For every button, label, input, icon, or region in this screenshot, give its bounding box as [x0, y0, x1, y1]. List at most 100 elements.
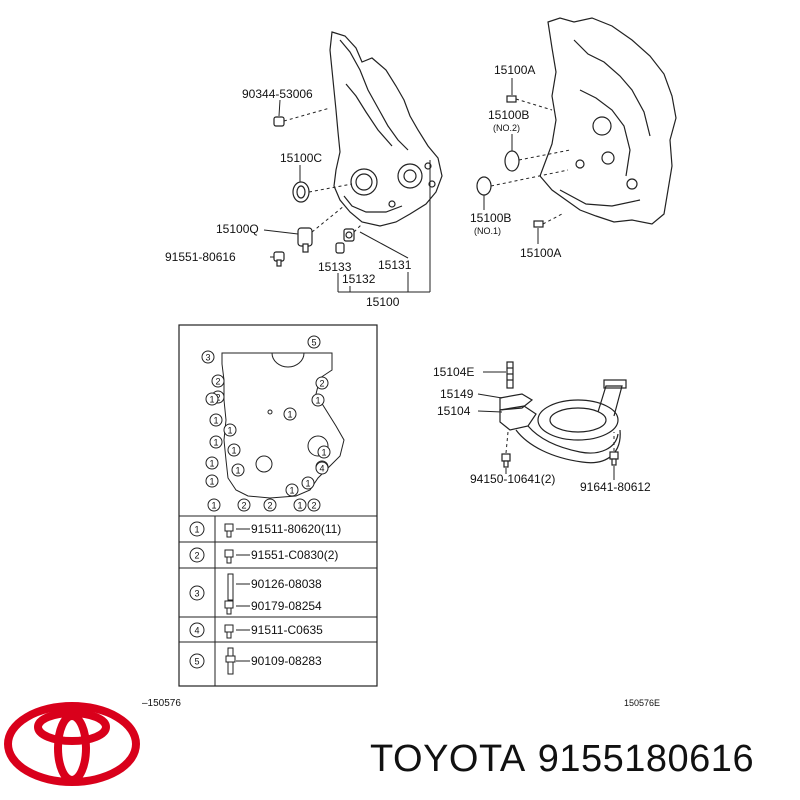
cover-marker-16: 1: [293, 498, 307, 512]
label-bolt-91551-80616: 91551-80616: [165, 250, 236, 264]
cover-marker-2: 5: [307, 335, 321, 349]
svg-text:1: 1: [315, 396, 320, 406]
svg-text:1: 1: [209, 395, 214, 405]
legend-table: [179, 515, 377, 686]
cover-marker-23: 4: [315, 461, 329, 475]
cover-marker-6: 1: [205, 392, 219, 406]
cover-marker-24: 1: [285, 483, 299, 497]
bolt-icon: [225, 647, 236, 675]
engine-block-illustration: [539, 17, 677, 225]
svg-text:1: 1: [287, 410, 292, 420]
cover-marker-14: 2: [237, 498, 251, 512]
label-15104: 15104: [437, 404, 471, 418]
label-15100b-top: 15100B: [488, 108, 529, 122]
brand-name: TOYOTA: [370, 738, 526, 780]
cover-outline: [221, 352, 345, 499]
label-15104e: 15104E: [433, 365, 474, 379]
legend-number: 2: [194, 551, 199, 561]
svg-text:2: 2: [311, 501, 316, 511]
label-bolt-90344: 90344-53006: [242, 87, 313, 101]
svg-text:1: 1: [227, 426, 232, 436]
cover-marker-12: 1: [205, 474, 219, 488]
svg-text:1: 1: [209, 459, 214, 469]
cover-marker-1: 3: [201, 350, 215, 364]
bolt-icon: [273, 116, 285, 127]
cover-marker-3: 2: [211, 374, 225, 388]
o-ring-icon: [476, 176, 492, 196]
legend-row-3: 3 90126-08038 90179-08254: [189, 573, 322, 615]
cover-marker-18: 1: [317, 445, 331, 459]
svg-text:1: 1: [209, 477, 214, 487]
label-15131: 15131: [378, 258, 412, 272]
tensioner-parts-icon: [335, 228, 355, 254]
svg-text:5: 5: [311, 338, 316, 348]
bolt-icon: [227, 573, 234, 601]
legend-part-number: 91511-C0635: [251, 623, 323, 637]
cover-marker-25: 2: [307, 498, 321, 512]
cover-marker-11: 1: [205, 456, 219, 470]
legend-number: 1: [194, 525, 199, 535]
legend-number: 4: [194, 626, 199, 636]
label-15100b-bottom: 15100B: [470, 211, 511, 225]
oil-strainer-illustration: [499, 361, 627, 464]
o-ring-icon: [504, 150, 520, 172]
label-15149: 15149: [440, 387, 474, 401]
legend-number: 3: [194, 589, 199, 599]
oil-seal-icon: [292, 181, 310, 203]
label-15132: 15132: [342, 272, 376, 286]
legend-part-number: 90179-08254: [251, 599, 322, 613]
valve-icon: [297, 227, 313, 253]
svg-text:1: 1: [297, 501, 302, 511]
svg-text:3: 3: [205, 353, 210, 363]
svg-text:1: 1: [213, 416, 218, 426]
legend-part-number: 91511-80620(11): [251, 522, 341, 536]
legend-part-number: 90126-08038: [251, 577, 322, 591]
bolt-icon: [224, 624, 234, 639]
timing-cover-illustration: [329, 31, 443, 227]
cover-marker-17: 1: [301, 476, 315, 490]
plug-icon: [533, 220, 544, 228]
bolt-icon: [273, 251, 285, 267]
svg-text:1: 1: [211, 501, 216, 511]
legend-row-4: 4 91511-C0635: [189, 622, 323, 639]
bolt-icon: [224, 600, 234, 615]
bolt-icon: [501, 451, 619, 468]
svg-text:1: 1: [231, 446, 236, 456]
cover-marker-15: 2: [263, 498, 277, 512]
svg-text:1: 1: [235, 466, 240, 476]
label-15133: 15133: [318, 260, 352, 274]
label-15100a-bottom: 15100A: [520, 246, 561, 260]
svg-text:4: 4: [319, 464, 324, 474]
label-15100-assembly: 15100: [366, 295, 400, 309]
part-number: 9155180616: [537, 738, 755, 780]
cover-marker-8: 1: [209, 413, 223, 427]
svg-text:2: 2: [267, 501, 272, 511]
svg-text:2: 2: [241, 501, 246, 511]
toyota-logo-icon: [4, 702, 140, 786]
footer-brand-line: TOYOTA 9155180616: [370, 738, 766, 781]
label-15100q: 15100Q: [216, 222, 259, 236]
svg-text:1: 1: [321, 448, 326, 458]
cover-marker-5: 2: [315, 376, 329, 390]
cover-marker-20: 1: [223, 423, 237, 437]
svg-text:1: 1: [289, 486, 294, 496]
cover-marker-22: 1: [231, 463, 245, 477]
assembly-bracket: [337, 160, 431, 293]
cover-marker-9: 1: [283, 407, 297, 421]
svg-text:2: 2: [215, 377, 220, 387]
label-15100c: 15100C: [280, 151, 322, 165]
label-15100b-top-note: (NO.2): [493, 123, 520, 133]
svg-text:1: 1: [305, 479, 310, 489]
label-bolt-91641: 91641-80612: [580, 480, 651, 494]
plug-icon: [506, 95, 517, 103]
cover-marker-7: 1: [311, 393, 325, 407]
cover-bolt-markers: 3522211111111221111111412: [201, 335, 331, 512]
bolt-icon: [224, 523, 234, 538]
cover-marker-10: 1: [209, 435, 223, 449]
reference-code-left: –150576: [142, 698, 181, 709]
legend-number: 5: [194, 657, 199, 667]
